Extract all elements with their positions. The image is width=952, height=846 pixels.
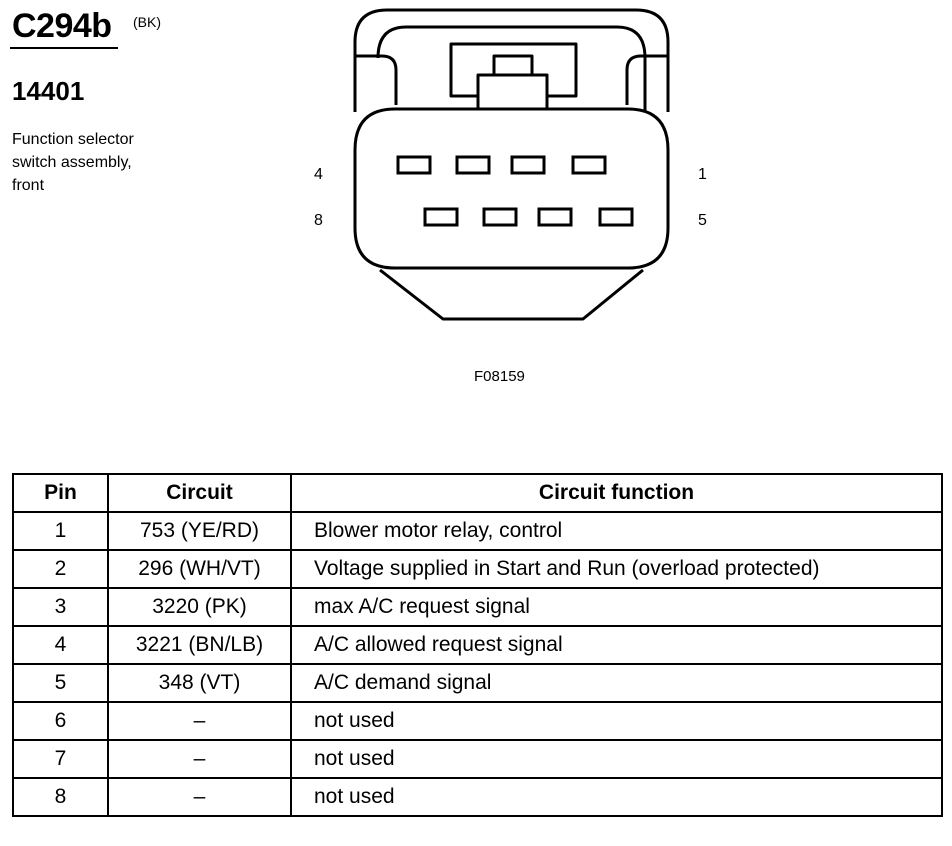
cell-circuit: 753 (YE/RD) — [107, 511, 292, 551]
cell-circuit: – — [107, 777, 292, 817]
table-row: 5 348 (VT) A/C demand signal — [12, 663, 943, 703]
table-row: 1 753 (YE/RD) Blower motor relay, contro… — [12, 511, 943, 551]
cell-circuit: 348 (VT) — [107, 663, 292, 703]
description-line: Function selector — [12, 131, 134, 148]
latch-inner — [376, 25, 647, 112]
table-row: 8 – not used — [12, 777, 943, 817]
cell-function: Voltage supplied in Start and Run (overl… — [290, 549, 943, 589]
cell-pin: 6 — [12, 701, 109, 741]
table-row: 3 3220 (PK) max A/C request signal — [12, 587, 943, 627]
connector-color: (BK) — [133, 14, 161, 30]
cell-function: max A/C request signal — [290, 587, 943, 627]
cell-pin: 5 — [12, 663, 109, 703]
cell-circuit: 3221 (BN/LB) — [107, 625, 292, 665]
cell-function: not used — [290, 739, 943, 779]
pin-cavity-1 — [571, 155, 607, 175]
header-circuit-function: Circuit function — [290, 473, 943, 513]
pin-cavity-5 — [598, 207, 634, 227]
pin-cavity-3 — [455, 155, 491, 175]
connector-diagram: 4 1 8 5 — [314, 8, 707, 321]
connector-shroud — [379, 268, 644, 321]
cell-circuit: 3220 (PK) — [107, 587, 292, 627]
table-row: 2 296 (WH/VT) Voltage supplied in Start … — [12, 549, 943, 589]
pin-cavity-2 — [510, 155, 546, 175]
pin-cavity-8 — [423, 207, 459, 227]
cell-pin: 1 — [12, 511, 109, 551]
pin-label-top-right: 1 — [698, 166, 707, 183]
cell-function: A/C demand signal — [290, 663, 943, 703]
cell-function: not used — [290, 777, 943, 817]
pin-table: Pin Circuit Circuit function 1 753 (YE/R… — [12, 473, 943, 817]
title-underline — [10, 47, 118, 49]
latch-right-tab — [625, 54, 668, 105]
part-number: 14401 — [12, 76, 85, 106]
header-pin: Pin — [12, 473, 109, 513]
pin-cavity-7 — [482, 207, 518, 227]
connector-id: C294b — [12, 7, 112, 45]
cell-function: Blower motor relay, control — [290, 511, 943, 551]
pin-cavity-6 — [537, 207, 573, 227]
cell-circuit: 296 (WH/VT) — [107, 549, 292, 589]
cell-circuit: – — [107, 701, 292, 741]
latch-left-tab — [355, 54, 398, 105]
cell-pin: 4 — [12, 625, 109, 665]
latch-outer — [353, 8, 670, 112]
pin-cavity-4 — [396, 155, 432, 175]
header-circuit: Circuit — [107, 473, 292, 513]
description-line: switch assembly, — [12, 154, 132, 171]
description-line: front — [12, 177, 45, 194]
table-row: 6 – not used — [12, 701, 943, 741]
pin-label-bottom-right: 5 — [698, 212, 707, 229]
cell-pin: 8 — [12, 777, 109, 817]
table-row: 7 – not used — [12, 739, 943, 779]
cell-circuit: – — [107, 739, 292, 779]
cell-function: A/C allowed request signal — [290, 625, 943, 665]
cell-function: not used — [290, 701, 943, 741]
connector-description: Function selector switch assembly, front — [12, 128, 192, 197]
table-header-row: Pin Circuit Circuit function — [12, 473, 943, 513]
figure-code: F08159 — [474, 368, 525, 385]
cell-pin: 3 — [12, 587, 109, 627]
cell-pin: 2 — [12, 549, 109, 589]
table-row: 4 3221 (BN/LB) A/C allowed request signa… — [12, 625, 943, 665]
cell-pin: 7 — [12, 739, 109, 779]
connector-body — [353, 107, 670, 270]
pin-label-top-left: 4 — [314, 166, 323, 183]
pin-label-bottom-left: 8 — [314, 212, 323, 229]
